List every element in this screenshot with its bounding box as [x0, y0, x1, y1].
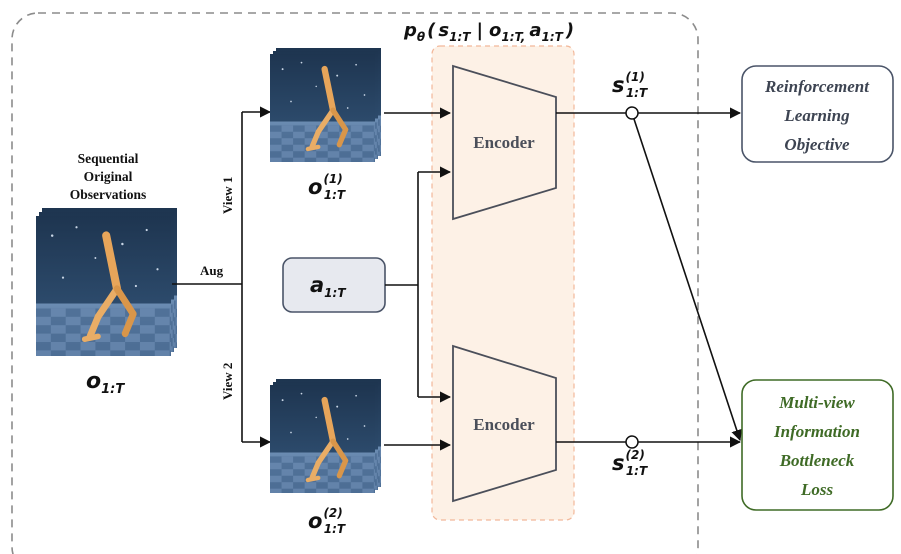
view1-obs-symbol: o(1)1:T: [308, 172, 346, 202]
original-observations-stack: [36, 208, 177, 356]
view2-observations-stack: [270, 379, 381, 493]
observations-title-line-2: Original: [84, 169, 133, 184]
state2-symbol: s(2)1:T: [612, 448, 648, 478]
mib-loss-line-4: Loss: [800, 480, 834, 499]
view2-label: View 2: [220, 363, 235, 400]
action-symbol: a1:T: [310, 273, 346, 300]
state1-to-mib-arrow: [633, 118, 743, 442]
rl-objective-box: [741, 65, 894, 163]
aug-label: Aug: [200, 263, 224, 278]
action-box: [282, 257, 386, 313]
encoder-top: [452, 64, 557, 221]
observations-title-line-1: Sequential: [78, 151, 139, 166]
encoder-top-label: Encoder: [473, 133, 535, 152]
mib-loss-box: [741, 379, 894, 511]
mib-loss-line-3: Bottleneck: [779, 451, 855, 470]
mib-loss-line-1: Multi-view: [778, 393, 855, 412]
rl-objective-line-3: Objective: [784, 135, 850, 154]
model-label: pθ(s1:T|o1:T,a1:T): [403, 20, 574, 44]
encoder-bottom-label: Encoder: [473, 415, 535, 434]
dashed-border: [11, 12, 699, 554]
rl-objective-line-2: Learning: [783, 106, 850, 125]
mib-loss-line-2: Information: [773, 422, 860, 441]
view1-observations-stack: [270, 48, 381, 162]
view2-obs-symbol: o(2)1:T: [308, 506, 346, 536]
state2-node: [625, 435, 639, 449]
observations-symbol: o1:T: [86, 369, 125, 397]
encoder-bottom: [452, 344, 557, 503]
view1-label: View 1: [220, 177, 235, 214]
observations-title-line-3: Observations: [70, 187, 147, 202]
rl-objective-line-1: Reinforcement: [764, 77, 870, 96]
state1-node: [625, 106, 639, 120]
state1-symbol: s(1)1:T: [612, 70, 648, 100]
